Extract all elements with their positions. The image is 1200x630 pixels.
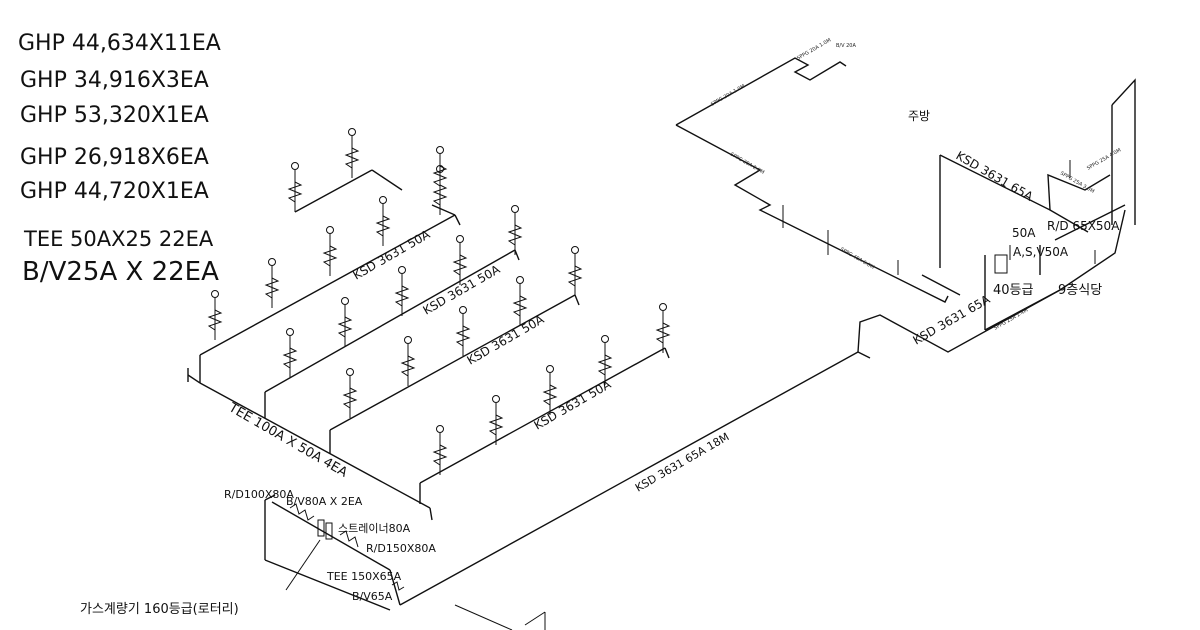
tiny-label-8: SPPG 25A 4.0M: [1086, 147, 1122, 171]
summary-line-3: GHP 53,320X1EA: [20, 103, 209, 128]
kitchen-labels: 주방 KSD 3631 65A KSD 3631 65A R/D 65X50A …: [710, 37, 1122, 347]
branch-valve: [337, 297, 353, 347]
branch-valve: [512, 276, 528, 326]
bv-65a-valve: [391, 581, 405, 591]
branch-valve: [432, 165, 448, 215]
branch-valve: [452, 235, 468, 285]
branch-valve: [542, 365, 558, 415]
summary-line-2: GHP 34,916X3EA: [20, 68, 209, 93]
as-valve-box: [994, 254, 1008, 274]
branch-label-2: KSD 3631 50A: [421, 262, 503, 318]
branch-valve: [287, 162, 303, 212]
branch-valve: [455, 306, 471, 356]
meter-station: R/D100X80A B/V80A X 2EA 스트레이너80A R/D150X…: [80, 488, 436, 617]
branch-valve: [282, 328, 298, 378]
tiny-label-7: SPPG 25A 1.4M: [993, 307, 1029, 331]
rd65x50-label: R/D 65X50A: [1047, 219, 1120, 233]
bv65-label: B/V65A: [352, 590, 393, 603]
meter-leader-line: [285, 539, 321, 591]
tee150x65-label: TEE 150X65A: [326, 570, 402, 583]
branch-valve: [375, 196, 391, 246]
rd150x80-label: R/D150X80A: [366, 542, 436, 555]
kitchen-room-label: 주방: [908, 109, 930, 123]
tiny-label-2: SPPG 20A 1.0M: [710, 83, 746, 107]
strainer-icon: [317, 519, 325, 537]
summary-line-6: TEE 50AX25 22EA: [23, 227, 214, 251]
tiny-label-5: B/V 20A: [836, 43, 856, 49]
tiny-label-4: SPPG 40A 6.0M: [839, 247, 875, 271]
equipment-summary: GHP 44,634X11EA GHP 34,916X3EA GHP 53,32…: [18, 31, 221, 287]
kitchen-piping: [675, 57, 1136, 353]
summary-line-1: GHP 44,634X11EA: [18, 31, 221, 56]
bottom-fragments: [454, 604, 546, 630]
summary-line-4: GHP 26,918X6EA: [20, 145, 209, 170]
branch-label-3: KSD 3631 50A: [465, 312, 547, 368]
branch-valves: [207, 128, 671, 475]
rd-100x80-valve: [289, 503, 315, 521]
branch-valve: [488, 395, 504, 445]
tiny-label-1: SPPG 20A 1.0M: [796, 37, 832, 61]
branch-valve: [342, 368, 358, 418]
rd-150x80-valve: [339, 530, 359, 548]
gas-meter-label: 가스계량기 160등급(로터리): [80, 602, 239, 617]
branch-valve: [322, 226, 338, 276]
riser-label-bottom: KSD 3631 65A: [911, 292, 993, 348]
tiny-label-6: SPPG 25A 3.0M: [1059, 171, 1095, 195]
branch-valve: [432, 425, 448, 475]
summary-line-5: GHP 44,720X1EA: [20, 179, 209, 204]
branch-valve: [344, 128, 360, 178]
branch-label-4: KSD 3631 50A: [532, 377, 614, 433]
bv80-label: B/V80A X 2EA: [286, 495, 363, 508]
tiny-label-3: SPPG 20A 2.0M: [729, 152, 765, 176]
strainer-label: 스트레이너80A: [338, 522, 411, 535]
rd100x80-label: R/D100X80A: [224, 488, 294, 501]
branch-valve: [597, 335, 613, 385]
branch-valve: [400, 336, 416, 386]
branch-valve: [567, 246, 583, 296]
main-run-label: KSD 3631 65A 18M: [633, 430, 731, 494]
asv50-label: A,S,V50A: [1013, 245, 1069, 259]
grade-label: 40등급: [993, 283, 1034, 298]
branch-label-1: KSD 3631 50A: [351, 227, 433, 283]
left-branch-piping: [187, 169, 871, 611]
branch-valve: [507, 205, 523, 255]
riser-label-top: KSD 3631 65A: [954, 148, 1036, 204]
branch-valve: [264, 258, 280, 308]
header-label: TEE 100A X 50A 4EA: [225, 400, 350, 481]
size50-label: 50A: [1012, 226, 1036, 240]
branch-labels: KSD 3631 50A KSD 3631 50A KSD 3631 50A K…: [225, 227, 731, 495]
cafeteria-label: 9층식당: [1058, 283, 1102, 298]
summary-line-7: B/V25A X 22EA: [22, 257, 219, 287]
branch-valve: [655, 303, 671, 353]
branch-valve: [394, 266, 410, 316]
branch-valve: [207, 290, 223, 340]
